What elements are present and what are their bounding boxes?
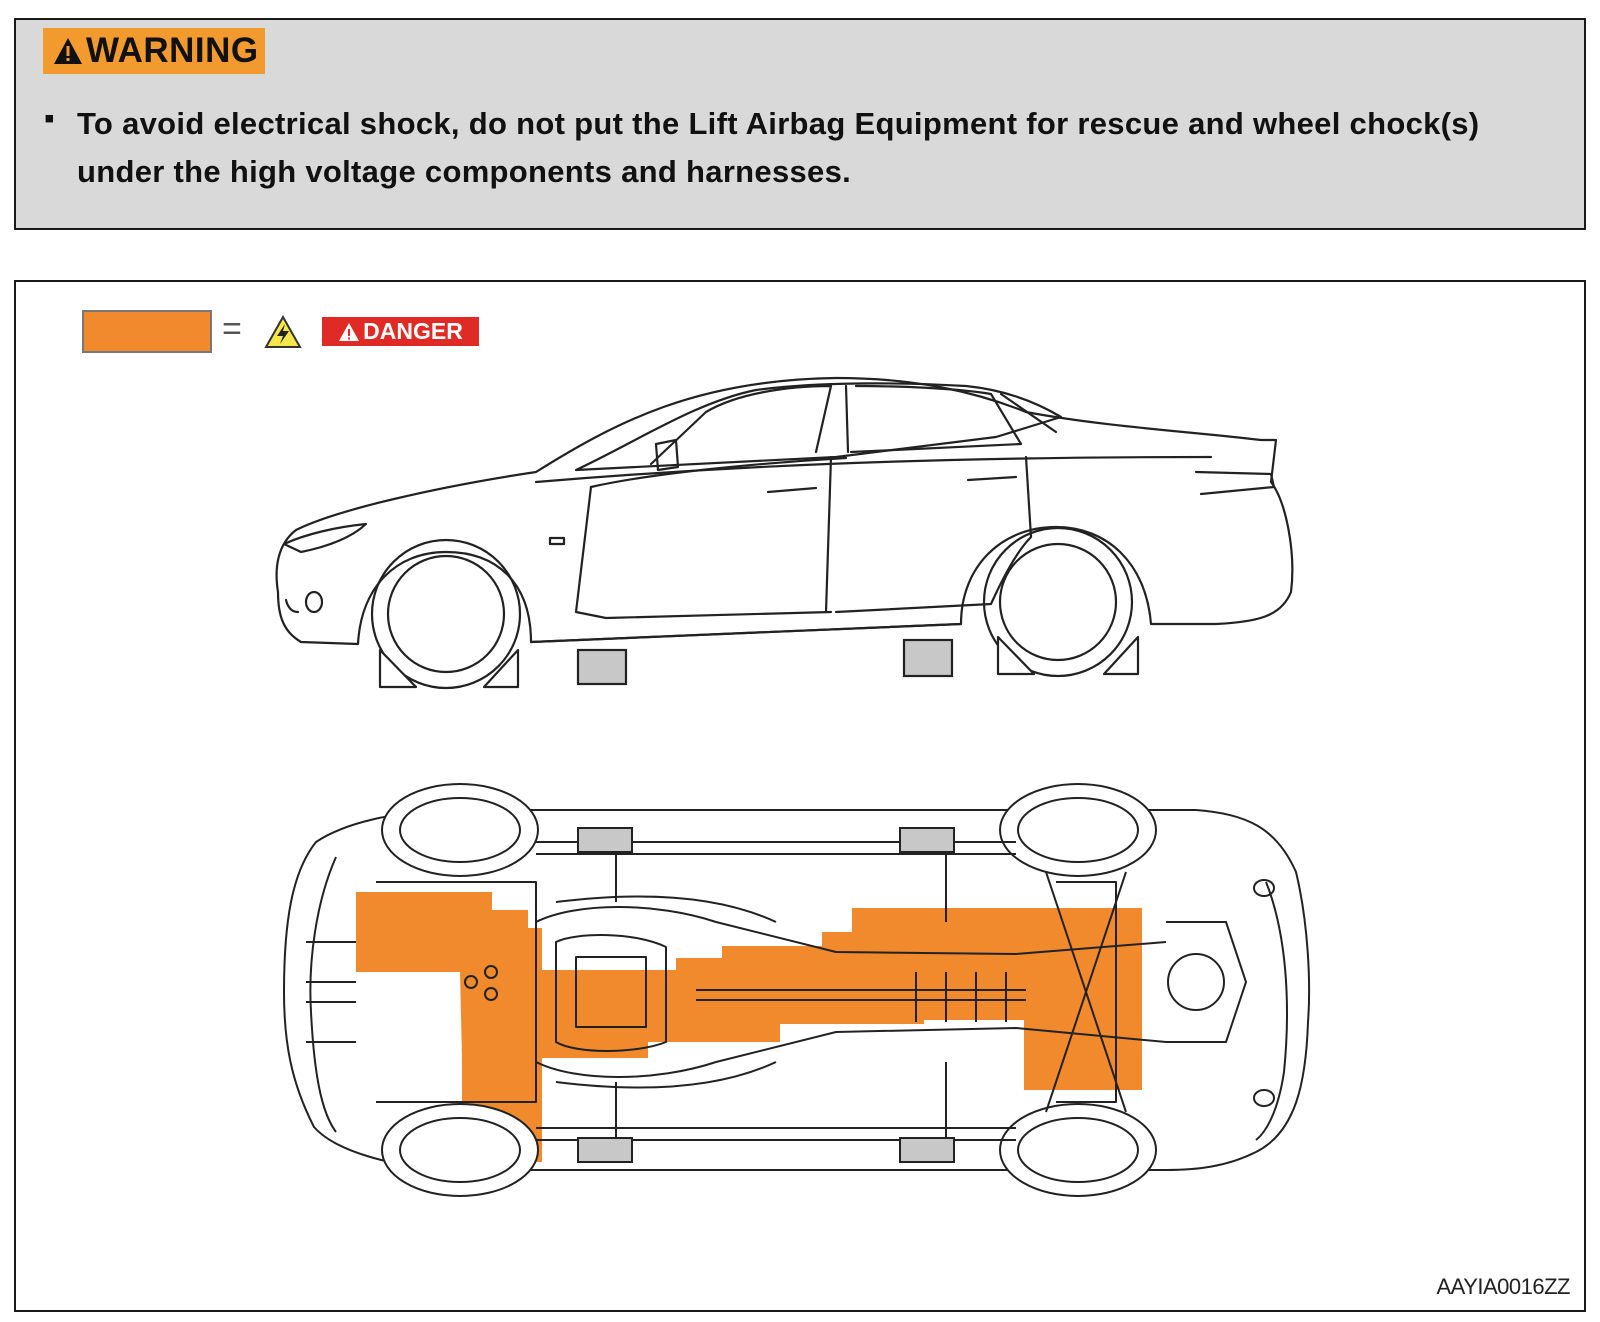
lift-point-front-side bbox=[576, 648, 628, 686]
underbody-outline bbox=[283, 783, 1311, 1197]
legend-equals: = bbox=[222, 310, 242, 348]
hv-area-underbody bbox=[356, 892, 1142, 1162]
vehicle-diagram bbox=[275, 376, 1311, 1197]
lift-point-front-right bbox=[577, 1137, 633, 1163]
lift-point-rear-side bbox=[902, 638, 954, 678]
danger-triangle-icon bbox=[339, 322, 360, 341]
lift-point-front-left bbox=[577, 827, 633, 853]
lift-point-rear-right bbox=[899, 1137, 955, 1163]
warning-title: WARNING bbox=[86, 31, 259, 70]
under-lift-points bbox=[577, 827, 955, 1163]
warning-label: WARNING bbox=[43, 28, 265, 74]
bullet-marker: ▪ bbox=[44, 102, 55, 135]
warning-triangle-icon bbox=[54, 38, 82, 64]
vehicle-figure: = DANGER bbox=[14, 280, 1586, 1312]
high-voltage-warning-icon bbox=[264, 315, 302, 348]
hv-area-swatch bbox=[82, 310, 212, 353]
warning-box: WARNING ▪ To avoid electrical shock, do … bbox=[14, 18, 1586, 230]
danger-badge: DANGER bbox=[322, 317, 479, 346]
side-view-car bbox=[275, 376, 1294, 690]
figure-code: AAYIA0016ZZ bbox=[1436, 1274, 1571, 1299]
lift-point-rear-left bbox=[899, 827, 955, 853]
side-lift-points bbox=[576, 638, 954, 686]
danger-label: DANGER bbox=[363, 318, 463, 344]
warning-text: To avoid electrical shock, do not put th… bbox=[77, 106, 1480, 189]
